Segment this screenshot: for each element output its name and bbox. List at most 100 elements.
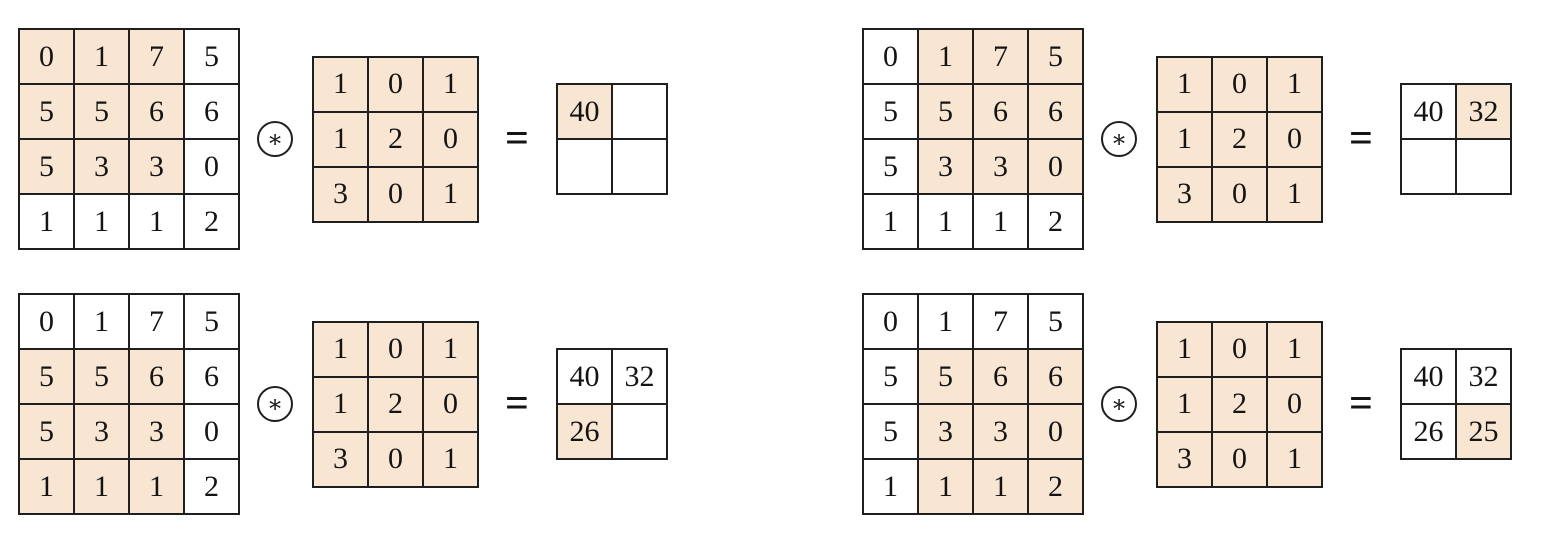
output-cell: 26 [557, 405, 611, 458]
input-matrix-cell: 7 [974, 295, 1027, 348]
input-matrix-cell: 5 [864, 405, 917, 458]
kernel-cell: 1 [1158, 112, 1211, 166]
output-cell [612, 405, 666, 458]
output-cell [557, 140, 611, 193]
kernel-cell: 0 [369, 432, 422, 486]
kernel-cell: 1 [424, 322, 477, 376]
input-matrix-cell: 5 [919, 85, 972, 138]
output-cell [612, 85, 666, 138]
kernel-cell: 3 [1158, 432, 1211, 486]
kernel-cell: 0 [424, 112, 477, 166]
output-cell: 40 [557, 350, 611, 403]
kernel-cell: 0 [369, 167, 422, 221]
input-matrix-cell: 3 [75, 405, 128, 458]
kernel-cell: 1 [314, 57, 367, 111]
input-matrix-cell: 5 [919, 350, 972, 403]
kernel-cell: 1 [1158, 322, 1211, 376]
input-matrix-cell: 3 [974, 405, 1027, 458]
input-matrix-cell: 0 [185, 405, 238, 458]
kernel-cell: 0 [369, 57, 422, 111]
output-cell [612, 140, 666, 193]
kernel-cell: 1 [424, 432, 477, 486]
kernel-cell: 0 [1268, 112, 1321, 166]
equals-sign: = [505, 116, 529, 162]
input-matrix-cell: 3 [130, 140, 183, 193]
input-matrix-cell: 1 [919, 460, 972, 513]
input-matrix-cell: 5 [864, 350, 917, 403]
input-matrix-cell: 2 [1029, 195, 1082, 248]
input-matrix-cell: 6 [185, 85, 238, 138]
input-matrix-cell: 5 [20, 405, 73, 458]
kernel-cell: 0 [1268, 377, 1321, 431]
input-matrix-cell: 5 [864, 140, 917, 193]
convolution-operator-icon: ∗ [257, 121, 293, 157]
input-matrix-cell: 1 [75, 30, 128, 83]
input-matrix-cell: 1 [864, 460, 917, 513]
kernel-cell: 2 [1213, 377, 1266, 431]
convolution-operator-icon: ∗ [1101, 121, 1137, 157]
input-matrix-cell: 6 [1029, 85, 1082, 138]
kernel-cell: 1 [314, 322, 367, 376]
input-matrix-cell: 3 [974, 140, 1027, 193]
input-matrix-cell: 5 [20, 350, 73, 403]
input-matrix-cell: 1 [75, 195, 128, 248]
kernel-cell: 1 [424, 57, 477, 111]
equals-sign: = [505, 381, 529, 427]
kernel-cell: 0 [1213, 57, 1266, 111]
input-matrix-cell: 1 [130, 460, 183, 513]
convolution-operator-icon: ∗ [1101, 386, 1137, 422]
output-cell [1456, 140, 1510, 193]
output-matrix: 40 [555, 83, 668, 195]
output-cell: 26 [1401, 405, 1455, 458]
convolution-operator-icon: ∗ [257, 386, 293, 422]
input-matrix-cell: 5 [864, 85, 917, 138]
input-matrix-cell: 5 [75, 350, 128, 403]
input-matrix-cell: 7 [130, 295, 183, 348]
kernel-cell: 1 [1268, 57, 1321, 111]
kernel-cell: 1 [314, 112, 367, 166]
input-matrix-cell: 5 [20, 140, 73, 193]
output-cell: 32 [1456, 350, 1510, 403]
kernel-cell: 2 [1213, 112, 1266, 166]
input-matrix-cell: 3 [75, 140, 128, 193]
input-matrix-cell: 0 [864, 295, 917, 348]
output-cell: 32 [1456, 85, 1510, 138]
output-cell: 40 [1401, 85, 1455, 138]
input-matrix-cell: 1 [75, 295, 128, 348]
input-matrix-cell: 0 [20, 295, 73, 348]
kernel-cell: 0 [424, 377, 477, 431]
input-matrix-cell: 1 [919, 195, 972, 248]
input-matrix-cell: 1 [864, 195, 917, 248]
input-matrix-cell: 1 [919, 30, 972, 83]
input-matrix-cell: 0 [1029, 405, 1082, 458]
input-matrix-cell: 6 [130, 350, 183, 403]
input-matrix-cell: 5 [75, 85, 128, 138]
input-matrix-cell: 2 [185, 460, 238, 513]
input-matrix-cell: 3 [130, 405, 183, 458]
kernel-cell: 3 [314, 167, 367, 221]
kernel-cell: 0 [1213, 432, 1266, 486]
input-matrix-cell: 6 [185, 350, 238, 403]
equals-sign: = [1349, 381, 1373, 427]
kernel-cell: 1 [424, 167, 477, 221]
input-matrix-cell: 1 [130, 195, 183, 248]
kernel-cell: 1 [314, 377, 367, 431]
input-matrix-cell: 3 [919, 405, 972, 458]
kernel-cell: 1 [1268, 322, 1321, 376]
input-matrix-cell: 6 [130, 85, 183, 138]
kernel-cell: 0 [1213, 322, 1266, 376]
input-matrix-cell: 5 [1029, 30, 1082, 83]
input-matrix-cell: 3 [919, 140, 972, 193]
kernel-cell: 1 [1158, 377, 1211, 431]
